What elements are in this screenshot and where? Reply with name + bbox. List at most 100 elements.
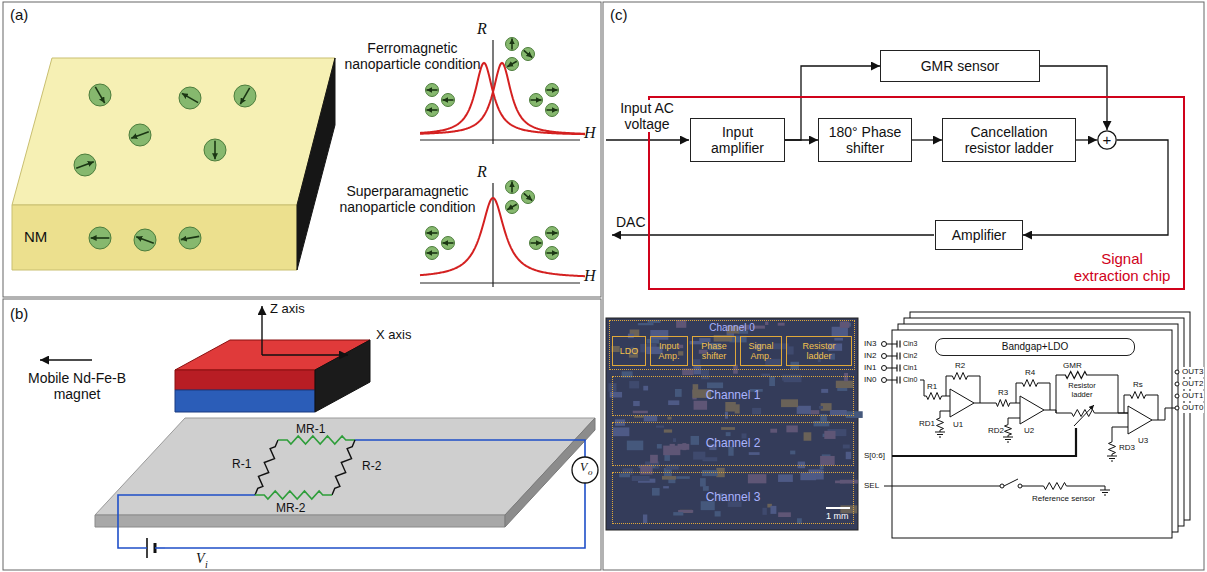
node-text: Cancellation resistor ladder bbox=[946, 124, 1072, 156]
moment-arrow bbox=[530, 99, 541, 101]
node-text: LDO bbox=[620, 346, 639, 356]
nanoparticle bbox=[522, 48, 535, 61]
pin-label: IN0 bbox=[864, 375, 876, 384]
chip-texture bbox=[840, 480, 858, 484]
chip-texture bbox=[676, 320, 686, 328]
moment-arrow bbox=[181, 236, 199, 239]
chip-texture bbox=[843, 445, 850, 449]
opamp-symbol bbox=[1020, 396, 1044, 424]
chip-block: Resistor ladder bbox=[786, 336, 852, 366]
component-label: R4 bbox=[1025, 368, 1035, 377]
circuit-wire bbox=[118, 495, 255, 548]
wire bbox=[1070, 486, 1105, 490]
chip-photo bbox=[606, 318, 858, 530]
ground-symbol bbox=[939, 437, 941, 438]
circuit-wire bbox=[355, 440, 585, 457]
wire bbox=[1008, 418, 1020, 423]
chip-texture bbox=[797, 406, 811, 414]
chip-texture bbox=[657, 444, 662, 448]
capacitor-symbol bbox=[896, 353, 897, 360]
node-text: Channel 1 bbox=[706, 389, 761, 403]
chip-texture bbox=[800, 473, 816, 481]
node-text: 180° Phase shifter bbox=[822, 124, 908, 156]
substrate-side bbox=[505, 418, 595, 527]
capacitor-symbol bbox=[899, 353, 900, 360]
wiper-arrow bbox=[1074, 405, 1094, 426]
pin-label: IN1 bbox=[864, 363, 876, 372]
motion-arrow bbox=[40, 359, 92, 361]
pin-terminal bbox=[1175, 382, 1179, 386]
capacitor-label: Cin2 bbox=[903, 352, 917, 360]
chip-texture bbox=[778, 512, 791, 517]
moment-arrow bbox=[426, 232, 437, 234]
moment-arrow bbox=[136, 237, 154, 243]
circuit-wire bbox=[165, 483, 585, 548]
chip-texture bbox=[819, 406, 823, 409]
nanoparticle bbox=[522, 191, 535, 204]
scale-label: 1 mm bbox=[826, 511, 849, 521]
ground-symbol bbox=[1109, 458, 1115, 459]
circuit-wire bbox=[155, 547, 165, 549]
channel-region: Channel 0LDOInput Amp.Phase shifterSigna… bbox=[609, 320, 855, 370]
chip-texture bbox=[821, 389, 828, 393]
moment-arrow bbox=[546, 252, 557, 254]
regulator-box: Bandgap+LDO bbox=[935, 338, 1135, 356]
chip-texture bbox=[726, 432, 731, 436]
component-label: RD3 bbox=[1119, 443, 1135, 452]
control-bus bbox=[892, 428, 1076, 456]
chip-texture bbox=[700, 478, 706, 486]
nanoparticle bbox=[234, 85, 256, 107]
ground-symbol bbox=[1102, 492, 1108, 493]
chip-texture bbox=[778, 474, 793, 482]
node-text: Bandgap+LDO bbox=[1002, 341, 1068, 353]
chip-texture bbox=[786, 425, 797, 432]
signal-label: DAC bbox=[616, 214, 646, 230]
signal-arrow bbox=[612, 234, 934, 235]
capacitor-label: Cin0 bbox=[903, 376, 917, 384]
chip-block: Phase shifter bbox=[692, 336, 736, 366]
nanoparticle bbox=[546, 84, 559, 97]
chip-texture bbox=[721, 427, 735, 430]
component-label: RD2 bbox=[988, 426, 1004, 435]
wire bbox=[940, 411, 950, 416]
resistor-label: R-2 bbox=[362, 460, 381, 474]
channel-region: Channel 1 bbox=[612, 376, 854, 416]
nanoparticle bbox=[204, 139, 226, 161]
chip-texture bbox=[778, 323, 785, 326]
resistor-symbol bbox=[255, 440, 278, 495]
voltage-subscript: i bbox=[205, 559, 208, 571]
panel-label: (b) bbox=[10, 305, 28, 322]
nanoparticle bbox=[442, 237, 455, 250]
wire bbox=[1148, 395, 1158, 420]
chip-texture bbox=[752, 408, 761, 414]
moment-arrow bbox=[426, 109, 437, 111]
wire bbox=[887, 380, 898, 381]
capacitor-symbol bbox=[896, 341, 897, 348]
ground-symbol bbox=[1003, 437, 1013, 438]
chip-texture bbox=[662, 476, 676, 480]
process-box: 180° Phase shifter bbox=[818, 118, 912, 162]
nanoparticle bbox=[179, 87, 201, 109]
chip-texture bbox=[656, 426, 664, 428]
scale-bar bbox=[826, 507, 850, 509]
moment-arrow bbox=[426, 252, 437, 254]
axis-label: H bbox=[584, 124, 596, 142]
moment-arrow bbox=[426, 89, 437, 91]
chip-texture bbox=[804, 432, 812, 440]
reference-sensor-symbol bbox=[1040, 483, 1070, 490]
moment-arrow bbox=[546, 109, 557, 111]
chip-texture bbox=[836, 381, 853, 388]
component-label: GMR bbox=[1063, 361, 1082, 370]
chip-texture bbox=[846, 452, 851, 459]
nanoparticle bbox=[506, 38, 519, 51]
wire bbox=[884, 486, 1000, 487]
chip-texture bbox=[694, 401, 708, 410]
component-label: U1 bbox=[953, 420, 963, 429]
nanoparticle bbox=[546, 227, 559, 240]
nanoparticle bbox=[442, 94, 455, 107]
chip-texture bbox=[675, 389, 682, 397]
ground-symbol bbox=[1107, 456, 1117, 457]
moment-arrow bbox=[442, 242, 453, 244]
